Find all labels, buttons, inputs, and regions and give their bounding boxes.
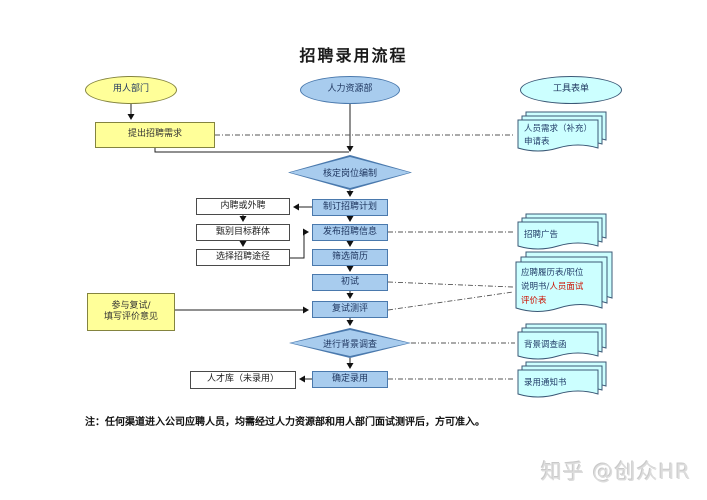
node-talent-pool: 人才库（未录用）: [190, 371, 296, 389]
node-background-check-label: 进行背景调查: [322, 339, 377, 350]
node-channel-label: 选择招聘途径: [215, 251, 270, 262]
doc-ad-text: 招聘广告: [524, 230, 559, 240]
node-channel: 选择招聘途径: [196, 249, 290, 266]
node-background-check: 进行背景调查: [289, 328, 411, 358]
node-plan: 制订招聘计划: [312, 199, 388, 216]
doc-ad-label: 招聘广告: [524, 228, 596, 242]
node-first-interview: 初试: [312, 274, 388, 291]
doc-resume-shape: [515, 251, 613, 312]
doc-resume-line2-red: 人员面试: [549, 282, 584, 292]
lane-hr-label: 人力资源部: [327, 84, 373, 95]
node-verify: 核定岗位编制: [288, 155, 412, 190]
doc-resume-line1: 应聘履历表/职位: [521, 268, 584, 278]
node-second-interview: 复试测评: [312, 301, 388, 318]
node-publish: 发布招聘信息: [312, 224, 388, 241]
node-confirm-label: 确定录用: [331, 373, 368, 384]
node-screen-label: 筛选简历: [331, 251, 368, 262]
dashed-links: [215, 134, 515, 380]
node-request-label: 提出招聘需求: [127, 129, 182, 140]
footer-note: 注：任何渠道进入公司应聘人员，均需经过人力资源部和用人部门面试测评后，方可准入。: [85, 417, 485, 428]
node-join-interview-line1: 参与复试/: [111, 300, 151, 311]
node-request: 提出招聘需求: [95, 122, 215, 148]
lane-hr: 人力资源部: [300, 76, 400, 104]
flow-elbow: [154, 148, 349, 153]
lane-dept-label: 用人部门: [112, 84, 149, 95]
doc-requirement-form-label: 人员需求（补充） 申请表: [524, 123, 598, 149]
lane-forms-label: 工具表单: [552, 84, 589, 95]
node-screen: 筛选简历: [312, 249, 388, 266]
node-internal-external-label: 内聘或外聘: [220, 200, 266, 211]
doc-requirement-line2: 申请表: [524, 137, 550, 147]
watermark: 知乎 @创众HR: [541, 460, 692, 484]
flow-arrows: [127, 104, 354, 383]
diagram-title: 招聘录用流程: [299, 46, 408, 65]
doc-ad-shape: [517, 213, 607, 250]
doc-resume-line3: 评价表: [521, 296, 547, 306]
node-first-interview-label: 初试: [340, 276, 359, 287]
node-confirm: 确定录用: [312, 371, 388, 388]
node-verify-label: 核定岗位编制: [322, 169, 377, 179]
doc-resume-line2: 说明书/人员面试: [521, 280, 599, 294]
doc-offer-label: 录用通知书: [524, 376, 596, 390]
flow-elbow-arrow: [290, 228, 309, 259]
doc-offer-text: 录用通知书: [524, 378, 567, 388]
node-plan-label: 制订招聘计划: [322, 201, 377, 212]
node-internal-external: 内聘或外聘: [196, 198, 290, 215]
doc-background-letter-text: 背景调查函: [524, 340, 567, 350]
node-join-interview-line2: 填写评价意见: [103, 312, 158, 322]
dashed-link: [387, 281, 514, 288]
node-publish-label: 发布招聘信息: [322, 226, 377, 237]
node-target-group: 甄别目标群体: [196, 224, 290, 241]
doc-background-letter-shape: [517, 323, 607, 360]
node-target-group-label: 甄别目标群体: [215, 226, 270, 237]
doc-background-letter-label: 背景调查函: [524, 338, 596, 352]
node-join-interview: 参与复试/ 填写评价意见: [87, 293, 175, 331]
doc-requirement-form-shape: [517, 111, 607, 152]
lane-forms: 工具表单: [520, 76, 622, 104]
doc-requirement-line1: 人员需求（补充）: [524, 124, 593, 134]
doc-resume-line2-dark: 说明书/: [521, 282, 550, 292]
lane-dept: 用人部门: [85, 76, 177, 104]
doc-offer-shape: [517, 361, 607, 398]
node-second-interview-label: 复试测评: [331, 303, 368, 314]
doc-resume-label: 应聘履历表/职位 说明书/人员面试 评价表: [521, 266, 599, 308]
node-talent-pool-label: 人才库（未录用）: [206, 374, 279, 385]
dashed-link: [387, 291, 514, 311]
